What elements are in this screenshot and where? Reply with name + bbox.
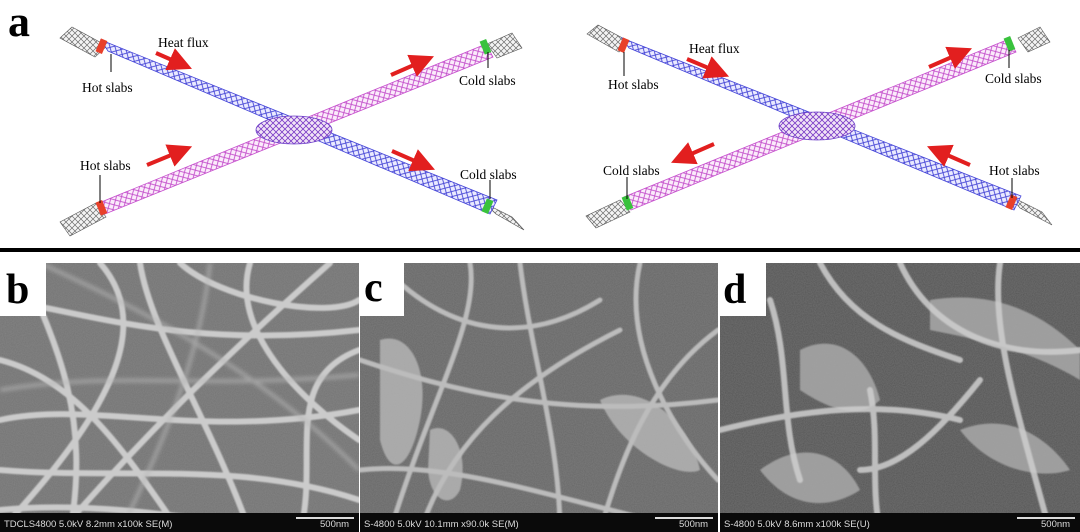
panel-d-scale-bar xyxy=(1017,517,1075,519)
left-slab-label-2: Cold slabs xyxy=(459,73,516,88)
panel-b-sem-image: TDCLS4800 5.0kV 8.2mm x100k SE(M) 500nm xyxy=(0,263,359,532)
left-cold-slab-2 xyxy=(481,198,494,215)
left-hot-slab-1 xyxy=(95,38,108,55)
right-heat-flux-label: Heat flux xyxy=(689,41,740,56)
panel-c-scale-info: S-4800 5.0kV 10.1mm x90.0k SE(M) xyxy=(364,519,519,530)
right-arrow-heat-in-upper xyxy=(686,56,730,79)
panel-c-info-bar xyxy=(360,513,718,532)
panel-c-scale-bar xyxy=(655,517,713,519)
panel-d-scale-info: S-4800 5.0kV 8.6mm x100k SE(U) xyxy=(724,519,870,530)
right-nanotube-diagram: Heat flux Hot slabs Cold slabs Cold slab… xyxy=(585,24,1053,229)
left-hot-slab-2 xyxy=(95,200,108,216)
right-slab-label-4: Hot slabs xyxy=(989,163,1040,178)
right-cold-slab-1 xyxy=(1003,36,1016,52)
panel-c-letter: c xyxy=(364,265,383,311)
right-arrow-heat-out-lower xyxy=(671,142,715,165)
panel-d-fibers xyxy=(720,263,1080,532)
left-arrow-heat-in-lower xyxy=(146,144,193,167)
left-slab-label-1: Hot slabs xyxy=(82,80,133,95)
right-arrow-heat-in-lower xyxy=(927,144,971,167)
panel-c-sem-image: S-4800 5.0kV 10.1mm x90.0k SE(M) 500nm xyxy=(360,263,718,532)
panel-b-letter: b xyxy=(6,267,29,313)
left-arrow-heat-out-upper xyxy=(390,54,434,77)
right-tube-ends xyxy=(585,24,1053,229)
panel-c-letter-bg xyxy=(360,263,404,316)
panel-divider xyxy=(0,248,1080,252)
left-tube-ends xyxy=(59,26,525,237)
right-hot-slab-2 xyxy=(1005,194,1018,211)
panel-d-sem-image: S-4800 5.0kV 8.6mm x100k SE(U) 500nm xyxy=(720,263,1080,532)
panel-b-fibers xyxy=(0,263,359,532)
panel-d-scale-bar-label: 500nm xyxy=(1041,519,1070,530)
left-cold-slab-1 xyxy=(479,39,492,55)
right-hot-slab-1 xyxy=(617,37,630,54)
panel-b-scale-bar-label: 500nm xyxy=(320,519,349,530)
right-arrow-heat-out-upper xyxy=(928,46,972,69)
left-slab-label-3: Hot slabs xyxy=(80,158,131,173)
panel-d-info-bar xyxy=(720,513,1080,532)
panel-d-letter-bg xyxy=(720,263,766,316)
left-slab-label-4: Cold slabs xyxy=(460,167,517,182)
right-junction xyxy=(778,111,856,141)
panel-b-info-bar xyxy=(0,513,359,532)
panel-b-scale-bar xyxy=(296,517,354,519)
panel-b-letter-bg xyxy=(0,263,46,316)
panel-d-letter: d xyxy=(723,267,746,313)
panel-c-scale-bar-label: 500nm xyxy=(679,519,708,530)
right-slab-label-3: Cold slabs xyxy=(603,163,660,178)
right-cold-slab-2 xyxy=(621,195,634,211)
left-arrow-heat-in-upper xyxy=(155,48,192,71)
left-nanotube-diagram: Heat flux Hot slabs Cold slabs Hot slabs… xyxy=(59,26,525,237)
right-slab-label-1: Hot slabs xyxy=(608,77,659,92)
panel-a: a Hea xyxy=(8,0,1053,237)
panel-c-sheet-fragments xyxy=(380,338,700,501)
left-heat-flux-label: Heat flux xyxy=(158,35,209,50)
left-arrow-heat-out-lower xyxy=(391,149,435,172)
left-junction xyxy=(255,115,333,145)
panel-c-fibers xyxy=(360,263,718,532)
panel-b-scale-info: TDCLS4800 5.0kV 8.2mm x100k SE(M) xyxy=(4,519,172,530)
right-slab-label-2: Cold slabs xyxy=(985,71,1042,86)
panel-a-letter: a xyxy=(8,0,30,46)
